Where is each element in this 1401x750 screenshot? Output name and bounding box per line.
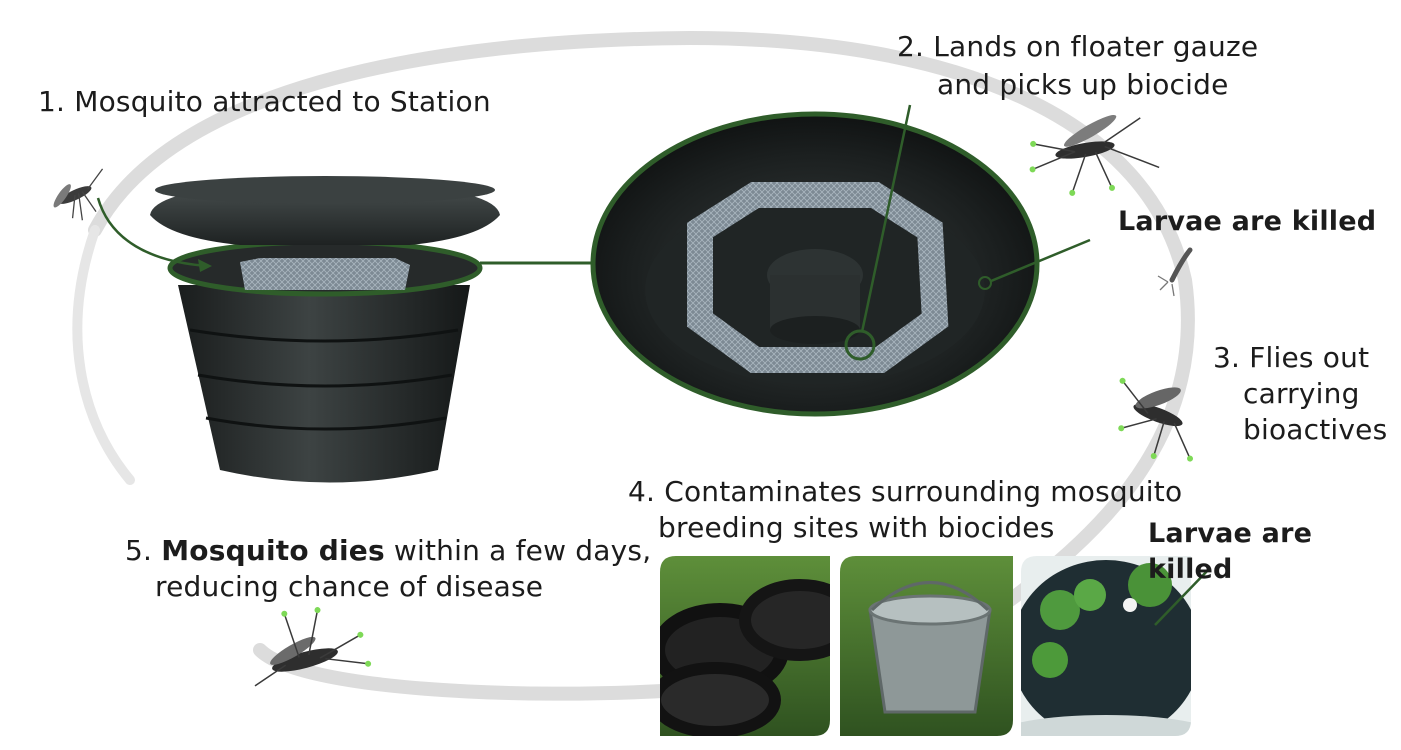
step-3-line-2: carrying — [1243, 377, 1360, 410]
step-5-rest: within a few days, — [384, 534, 652, 567]
mosquito-landing-icon — [1029, 115, 1160, 196]
step-5-line-2: reducing chance of disease — [155, 570, 544, 603]
photo-bucket — [840, 556, 1013, 736]
mosquito-icon — [53, 168, 104, 221]
step-2-line-2: and picks up biocide — [937, 68, 1229, 101]
step-2-line-1: 2. Lands on floater gauze — [897, 30, 1259, 63]
larvae-killed-station-text: Larvae are killed — [1118, 206, 1377, 237]
step-4-line-1: 4. Contaminates surrounding mosquito — [628, 475, 1183, 508]
larvae-killed-sites-label: Larvae are killed — [1148, 516, 1401, 588]
step-5-emphasis: Mosquito dies — [161, 534, 385, 567]
step-3-line-1: 3. Flies out — [1213, 341, 1370, 374]
larvae-pointer-line — [990, 238, 1091, 283]
step-2-label: 2. Lands on floater gauze and picks up b… — [897, 28, 1258, 104]
larvae-killed-station-label: Larvae are killed — [1118, 204, 1376, 240]
photo-water-plant-bowl — [1021, 556, 1191, 736]
photo-tires — [660, 556, 830, 736]
larva-icon — [1157, 247, 1193, 297]
mosquito-flying-icon — [1118, 377, 1194, 462]
mosquito-dead-icon — [254, 607, 372, 687]
step-5-label: 5. Mosquito dies within a few days, redu… — [125, 533, 651, 605]
gauze-pointer-line — [860, 104, 912, 333]
step-1-text: 1. Mosquito attracted to Station — [38, 85, 491, 118]
entry-arrow — [96, 197, 209, 268]
larvae-killed-sites-text: Larvae are killed — [1148, 518, 1313, 585]
mosquito-station — [150, 176, 500, 483]
step-4-label: 4. Contaminates surrounding mosquito bre… — [628, 474, 1182, 546]
step-3-label: 3. Flies out carrying bioactives — [1213, 340, 1387, 448]
step-5-line-1: 5. Mosquito dies within a few days, — [125, 533, 651, 569]
step-5-prefix: 5. — [125, 534, 162, 567]
step-4-line-2: breeding sites with biocides — [658, 511, 1055, 544]
step-3-line-3: bioactives — [1243, 413, 1388, 446]
sites-pointer-line — [1154, 567, 1211, 626]
entry-arrow-head — [198, 259, 212, 272]
step-1-label: 1. Mosquito attracted to Station — [38, 84, 491, 120]
station-zoom-view — [590, 111, 1040, 417]
